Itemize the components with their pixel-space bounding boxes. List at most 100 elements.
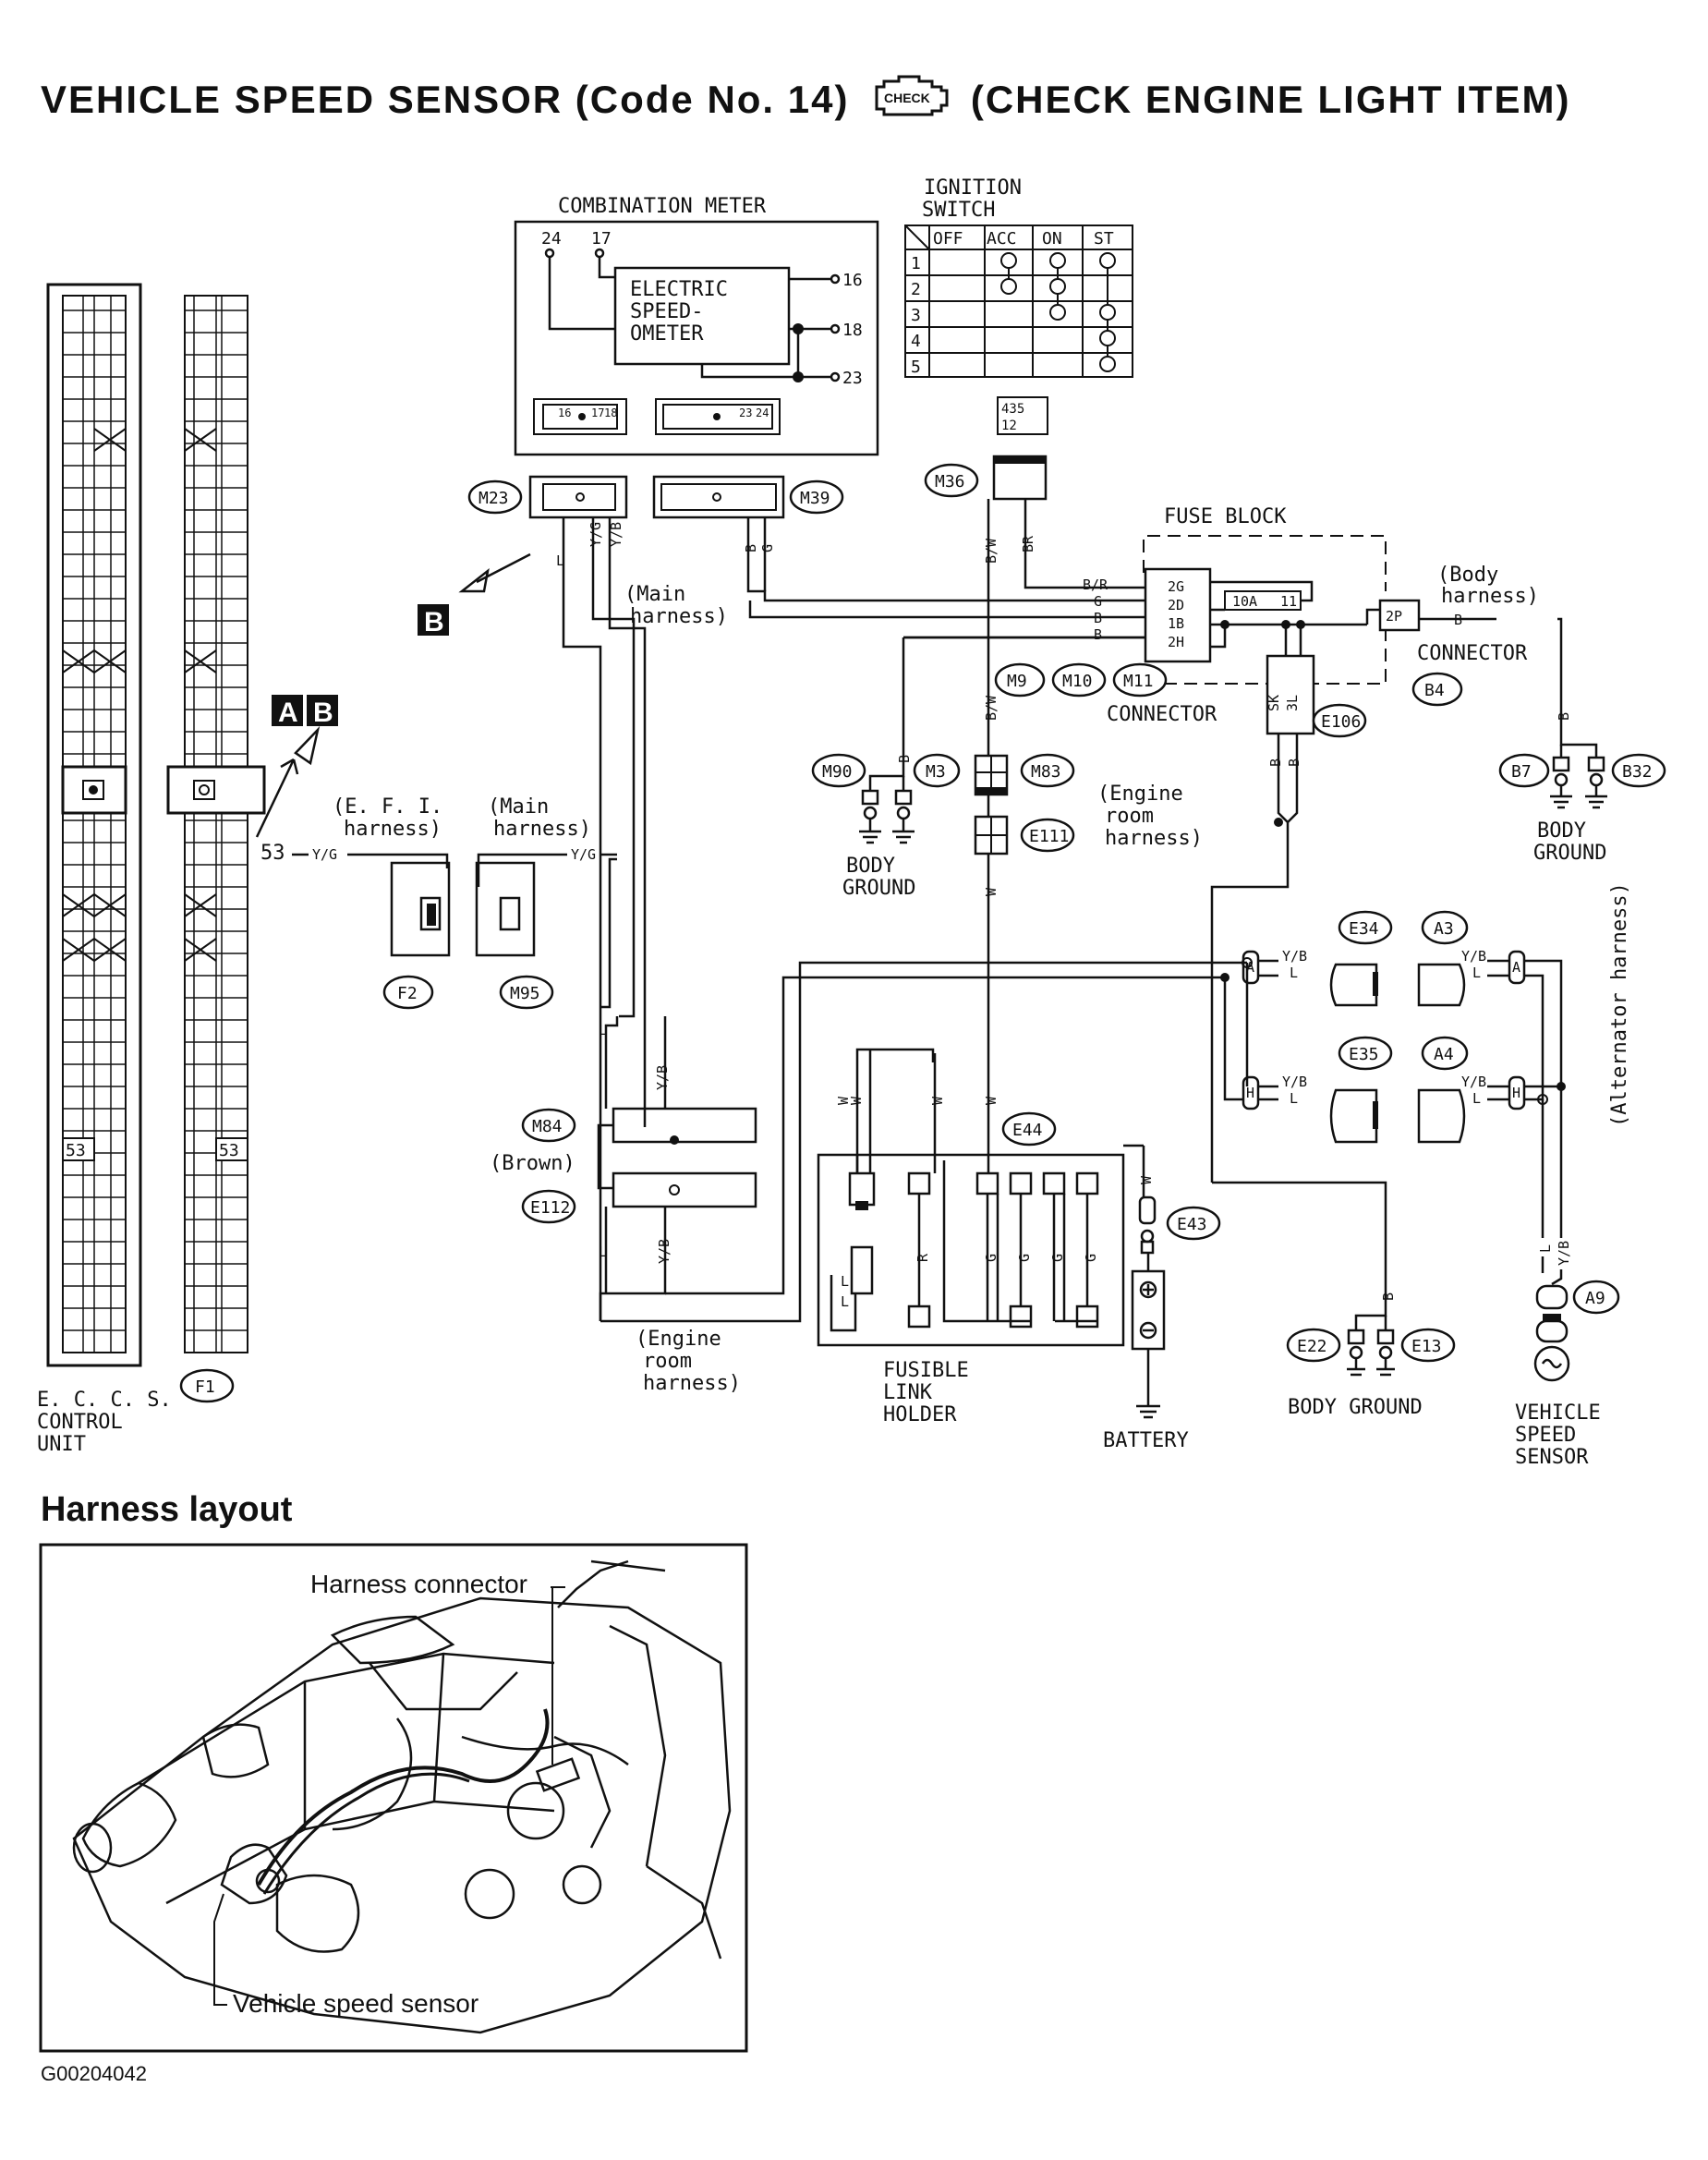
ign-conn-pins-bottom: 12 (1001, 419, 1017, 433)
wire-l-e35: L (1290, 1090, 1298, 1107)
ign-row-5: 5 (911, 358, 921, 377)
efi-harness-b: harness) (344, 818, 442, 841)
a3-tag: A3 (1434, 919, 1454, 939)
flh-c: HOLDER (883, 1403, 957, 1426)
wire-l-e34: L (1290, 965, 1298, 981)
wire-l-vss: L (1537, 1244, 1554, 1253)
check-engine-icon-text: CHECK (884, 91, 930, 105)
wire-l-a4: L (1472, 1090, 1481, 1107)
wire-l-1: L (556, 552, 564, 569)
m84-tag: M84 (532, 1117, 563, 1136)
main-harness-2-a: (Main (488, 795, 549, 819)
f1-tag-text: F1 (195, 1377, 215, 1397)
battery-label: BATTERY (1103, 1429, 1189, 1452)
wire-b-e106-1: B (1267, 758, 1284, 767)
wire-l-flh2: L (841, 1293, 849, 1310)
main-harness-1-b: harness) (630, 605, 728, 628)
connector-m36: M36 (924, 455, 1048, 501)
terminal-23: 23 (842, 369, 863, 388)
wire-labels-left: L Y/G Y/B B G B/W BR (Main harness) (556, 522, 1036, 628)
speedometer-line3: OMETER (630, 322, 704, 346)
m36-tag: M36 (935, 472, 965, 491)
m11-tag: M11 (1123, 672, 1154, 691)
terminal-16: 16 (842, 271, 863, 290)
wire-w-flh2: W (848, 1096, 865, 1105)
meter-conn-16: 16 (558, 407, 571, 419)
wire-yg-53: Y/G (312, 846, 337, 863)
wire-bw-2: B/W (983, 695, 999, 721)
m83-tag: M83 (1031, 762, 1061, 782)
vss-label-a: VEHICLE (1515, 1402, 1601, 1425)
wire-yb-1: Y/B (608, 522, 624, 547)
main-harness-2-b: harness) (493, 818, 591, 841)
m9-tag: M9 (1007, 672, 1027, 691)
harness-layout-heading: Harness layout (41, 1490, 293, 1529)
e22-tag: E22 (1297, 1337, 1327, 1356)
connector-m23: M23 (467, 475, 628, 519)
eccs-connector-strip: 53 (46, 283, 142, 1367)
battery: W E43 BATTERY (1103, 1175, 1221, 1452)
eccs-label-line2: CONTROL (37, 1411, 123, 1434)
wire-yb-2: Y/B (654, 1065, 671, 1090)
meter-conn-17: 17 (591, 407, 604, 419)
title-right: (CHECK ENGINE LIGHT ITEM) (970, 78, 1571, 121)
wire-w-flh3: W (929, 1096, 946, 1105)
flh-b: LINK (883, 1381, 933, 1404)
body-ground-right-b: GROUND (1533, 842, 1606, 865)
e35-tag: E35 (1349, 1045, 1379, 1064)
eccs-label-line1: E. C. C. S. (37, 1389, 172, 1412)
connector-label-b4: CONNECTOR (1417, 642, 1528, 665)
body-ground-right-a: BODY (1537, 819, 1586, 843)
efi-main-harness: 53 Y/G Y/G (E. F. I. harness) (Main harn… (260, 795, 617, 1010)
wire-g-flh4: G (1083, 1254, 1099, 1262)
b32-tag: B32 (1622, 762, 1653, 782)
reference-ab: A B (255, 695, 338, 838)
conn-h-2: H (1512, 1085, 1520, 1101)
connector-m84-e112: L Y/B M84 (Brown) E112 L Y/B (Engine roo… (490, 1016, 757, 1395)
erh2-a: (Engine (636, 1328, 721, 1351)
wire-yb-e35: Y/B (1282, 1074, 1307, 1090)
eccs-pin-53: 53 (66, 1141, 86, 1160)
fuse-block: FUSE BLOCK 2G 2D 1B 2H 10A 11 B/R G B B (1083, 505, 1387, 685)
terminal-18: 18 (842, 321, 863, 340)
eccs-label-line3: UNIT (37, 1433, 86, 1456)
figure-code: G00204042 (41, 2062, 147, 2085)
efi-harness-a: (E. F. I. (333, 795, 442, 819)
wire-l-flh1: L (841, 1273, 849, 1290)
page-title: VEHICLE SPEED SENSOR (Code No. 14) CHECK… (41, 72, 1570, 127)
conn-3l: 3L (1284, 695, 1301, 711)
combination-meter-title: COMBINATION METER (558, 195, 767, 218)
ign-row-4: 4 (911, 332, 921, 351)
wire-w-1: W (983, 887, 999, 896)
e43-tag: E43 (1177, 1215, 1207, 1234)
body-ground-bottom: B E22 E13 BODY GROUND (1212, 1181, 1456, 1419)
wire-b-e13: B (1380, 1292, 1397, 1301)
title-left: VEHICLE SPEED SENSOR (Code No. 14) (41, 78, 850, 121)
ignition-switch: IGNITION SWITCH OFF ACC ON ST 1 2 3 4 (904, 176, 1133, 435)
wire-l-2: L (599, 1022, 607, 1038)
wire-g-m39: G (759, 544, 776, 552)
main-harness-1-a: (Main (624, 583, 685, 606)
wire-w-flh1: W (835, 1096, 852, 1105)
erh2-c: harness) (643, 1372, 741, 1395)
a4-tag: A4 (1434, 1045, 1454, 1064)
wire-yb-e34: Y/B (1282, 948, 1307, 965)
fuse-pos: 11 (1280, 593, 1297, 610)
brown-label: (Brown) (490, 1152, 575, 1175)
fuse-term-2h: 2H (1168, 634, 1184, 650)
f1-pin-53: 53 (219, 1141, 239, 1160)
wire-l-3: L (599, 1244, 607, 1260)
flh-a: FUSIBLE (883, 1359, 969, 1382)
wire-b-b7: B (1556, 712, 1572, 721)
vss-label-c: SENSOR (1515, 1446, 1589, 1469)
m95-tag: M95 (510, 984, 540, 1003)
wire-w-flh4: W (983, 1096, 999, 1105)
terminal-24: 24 (541, 229, 562, 249)
m10-tag: M10 (1062, 672, 1093, 691)
m39-tag: M39 (800, 489, 830, 508)
wire-g-flh2: G (1016, 1254, 1033, 1262)
wire-b-fuse2: B (1094, 626, 1102, 643)
meter-conn-24: 24 (756, 407, 769, 419)
e111-tag: E111 (1029, 827, 1069, 846)
fusible-link-holder: W W W W R G G G G L L E44 FUSIBLE LINK H… (817, 1050, 1145, 1426)
